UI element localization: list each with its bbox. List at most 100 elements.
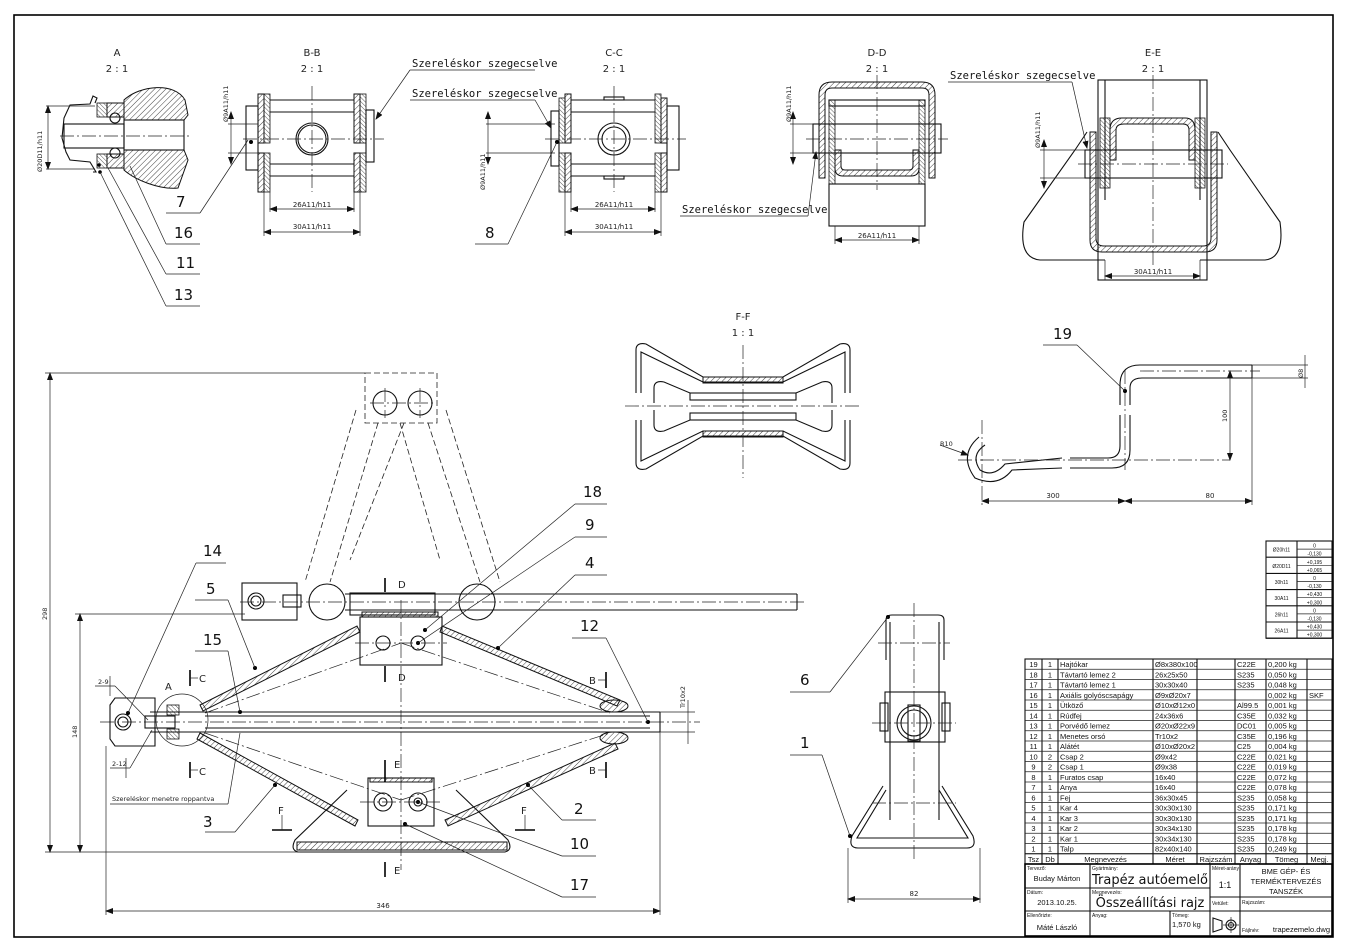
tolerance-upper: 0 [1313, 608, 1316, 614]
designer-name: Buday Márton [1034, 874, 1081, 883]
parts-list-cell-no: 2 [1031, 834, 1035, 843]
svg-text:7: 7 [176, 193, 186, 211]
tolerance-upper: +0,430 [1307, 592, 1323, 598]
svg-text:12: 12 [580, 617, 599, 635]
tolerance-lower: +0,300 [1307, 633, 1323, 639]
parts-list-cell-size: Ø9x38 [1155, 763, 1177, 772]
svg-text:6: 6 [800, 671, 810, 689]
svg-text:14: 14 [203, 542, 222, 560]
svg-text:30A11/h11: 30A11/h11 [595, 223, 633, 231]
svg-text:82: 82 [910, 890, 919, 898]
parts-list-cell-mass: 0,050 kg [1268, 670, 1297, 679]
balloon-5: 5 [195, 580, 256, 669]
balloon-11: 11 [107, 167, 200, 275]
svg-text:5: 5 [206, 580, 216, 598]
tolerance-upper: +0,195 [1307, 560, 1323, 566]
parts-list-cell-mass: 0,171 kg [1268, 814, 1297, 823]
parts-list-header-note: Megj. [1310, 855, 1328, 864]
svg-text:1: 1 [800, 734, 810, 752]
parts-list-cell-mass: 0,178 kg [1268, 824, 1297, 833]
parts-list-cell-no: 11 [1030, 742, 1038, 751]
parts-list-cell-material: S235 [1237, 834, 1255, 843]
parts-list-cell-qty: 1 [1048, 711, 1052, 720]
parts-list-cell-no: 9 [1031, 763, 1035, 772]
checker-label: Ellenőrizte: [1027, 913, 1052, 919]
parts-list-cell-mass: 0,058 kg [1268, 793, 1297, 802]
parts-list-cell-name: Ütköző [1060, 701, 1083, 710]
tolerance-fit: Ø20D11 [1272, 564, 1290, 570]
parts-list-cell-material: C22E [1237, 752, 1256, 761]
parts-list-cell-no: 13 [1029, 722, 1037, 731]
parts-list-cell-qty: 1 [1048, 670, 1052, 679]
parts-list-cell-name: Távtartó lemez 1 [1060, 681, 1116, 690]
parts-list-cell-name: Csap 2 [1060, 752, 1084, 761]
parts-list-cell-name: Talp [1060, 845, 1074, 854]
view-bb: B-B 2 : 1 Ø9A11/h11 26A11/h11 30A11/h11 [222, 48, 384, 236]
projection-label: Vetület: [1212, 901, 1229, 907]
svg-text:Szereléskor szegecselve: Szereléskor szegecselve [682, 204, 827, 216]
svg-text:E: E [394, 760, 400, 771]
parts-list-cell-qty: 1 [1048, 793, 1052, 802]
svg-text:Ø8: Ø8 [1297, 369, 1305, 378]
parts-list-cell-no: 17 [1029, 681, 1037, 690]
parts-list-cell-material: S235 [1237, 845, 1255, 854]
svg-text:R10: R10 [940, 440, 953, 448]
svg-text:8: 8 [485, 224, 495, 242]
tolerance-row: Ø20D11+0,195+0,065 [1266, 560, 1332, 574]
parts-list-cell-name: Kar 4 [1060, 804, 1078, 813]
parts-list-cell-material: S235 [1237, 814, 1255, 823]
balloon-8: 8 [475, 141, 558, 245]
view-a-title: A [114, 48, 121, 59]
balloon-13: 13 [99, 171, 200, 307]
view-dd: D-D 2 : 1 Ø9A11/h11 26A11/h11 [785, 48, 948, 244]
svg-text:16: 16 [174, 224, 193, 242]
tolerance-lower: -0,130 [1307, 617, 1321, 623]
org-line-3: TANSZÉK [1269, 887, 1303, 896]
tolerance-fit: 26A11 [1274, 629, 1288, 635]
svg-text:10: 10 [570, 835, 589, 853]
svg-text:9: 9 [585, 516, 595, 534]
parts-list-cell-name: Kar 1 [1060, 834, 1078, 843]
parts-list-cell-no: 18 [1029, 670, 1037, 679]
mass-label: Tömeg: [1172, 913, 1189, 919]
note-riveted-3: Szereléskor szegecselve [680, 151, 827, 217]
tolerance-upper: 0 [1313, 544, 1316, 550]
parts-list-cell-material: Al99.5 [1237, 701, 1258, 710]
balloon-1: 1 [790, 734, 851, 837]
tolerance-fit: 30h11 [1275, 580, 1289, 586]
parts-list-cell-mass: 0,072 kg [1268, 773, 1297, 782]
parts-list-cell-mass: 0,019 kg [1268, 763, 1297, 772]
date-label: Dátum: [1027, 890, 1043, 896]
tolerance-upper: 0 [1313, 576, 1316, 582]
svg-text:Szereléskor szegecselve: Szereléskor szegecselve [950, 70, 1095, 82]
parts-list-cell-material: C22E [1237, 763, 1256, 772]
parts-list-cell-no: 12 [1029, 732, 1037, 741]
svg-text:F: F [521, 806, 527, 817]
parts-list-cell-qty: 2 [1048, 752, 1052, 761]
parts-list-header-mass: Tömeg [1275, 855, 1298, 864]
parts-list-cell-qty: 1 [1048, 804, 1052, 813]
view-ee: E-E 2 : 1 Ø9A11/h11 30A11/h11 [1022, 48, 1282, 281]
svg-text:Ø9A11/h11: Ø9A11/h11 [1034, 111, 1042, 148]
view-crank: Ø8 100 300 80 R10 [939, 355, 1308, 505]
parts-list-cell-mass: 0,200 kg [1268, 660, 1297, 669]
parts-list-cell-material: C22E [1237, 783, 1256, 792]
tolerance-fit: 26h11 [1275, 612, 1289, 618]
parts-list-cell-no: 19 [1029, 660, 1037, 669]
parts-list-cell-qty: 1 [1048, 783, 1052, 792]
parts-list-cell-material: C35E [1237, 732, 1256, 741]
svg-text:30A11/h11: 30A11/h11 [293, 223, 331, 231]
tolerance-upper: +0,430 [1307, 625, 1323, 631]
parts-list-cell-material: C35E [1237, 711, 1256, 720]
